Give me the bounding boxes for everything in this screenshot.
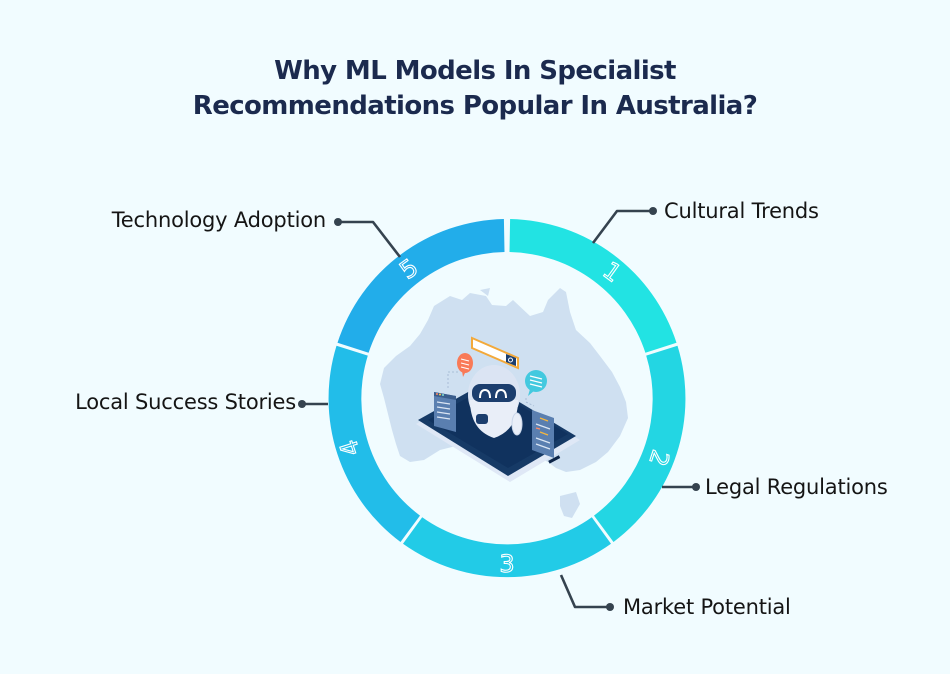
label-technology-adoption: Technology Adoption <box>111 208 326 232</box>
dot-local-success-stories <box>298 400 306 408</box>
ring-segment-3[interactable] <box>403 517 611 578</box>
label-cultural-trends: Cultural Trends <box>664 199 819 223</box>
connector-market-potential <box>559 574 610 609</box>
dot-cultural-trends <box>649 207 657 215</box>
dot-market-potential <box>606 603 614 611</box>
title-line-2: Recommendations Popular In Australia? <box>192 91 758 121</box>
dot-technology-adoption <box>334 218 342 226</box>
ring-segment-4[interactable] <box>328 345 420 542</box>
illustration-dotted-lines <box>447 371 535 407</box>
chat-bubble-teal-icon <box>525 370 547 396</box>
label-legal-regulations: Legal Regulations <box>705 475 888 499</box>
robot-icon <box>468 365 523 438</box>
connector-cultural-trends <box>591 209 653 244</box>
dot-legal-regulations <box>692 483 700 491</box>
chat-bubble-orange-icon <box>457 353 473 377</box>
ring-segment-1[interactable] <box>509 219 677 353</box>
ring-segment-2[interactable] <box>594 345 686 542</box>
ring-segment-5[interactable] <box>337 219 505 353</box>
connectors <box>302 209 696 609</box>
connector-dots <box>298 207 700 611</box>
connector-technology-adoption <box>338 220 402 258</box>
search-bar-icon <box>471 336 519 370</box>
title-line-1: Why ML Models In Specialist <box>274 56 676 86</box>
label-local-success-stories: Local Success Stories <box>75 390 296 414</box>
ring <box>328 219 686 578</box>
label-market-potential: Market Potential <box>623 595 791 619</box>
page-title: Why ML Models In Specialist Recommendati… <box>0 54 950 124</box>
document-panel-left-icon <box>434 392 456 432</box>
document-panel-right-icon <box>532 410 554 458</box>
segment-3-number: 3 <box>499 550 514 578</box>
